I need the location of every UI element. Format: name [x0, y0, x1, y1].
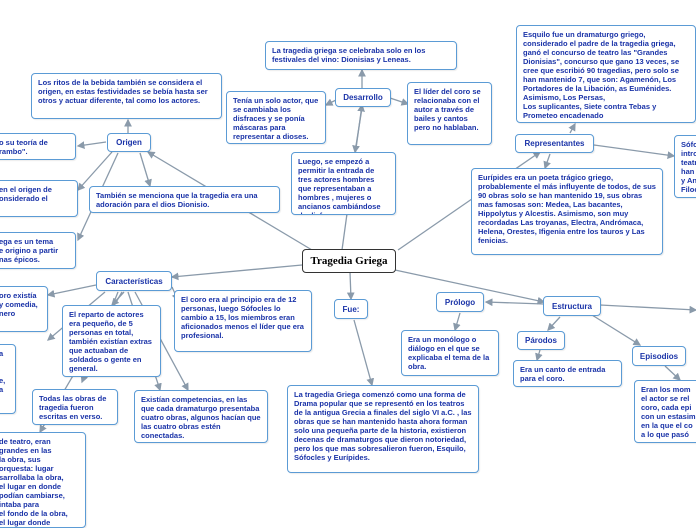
todas-verso-node: Todas las obras de tragedia fueron escri…: [32, 389, 118, 425]
ritos-bebida-node: Los ritos de la bebida también se consid…: [31, 73, 222, 119]
episodios-label[interactable]: Episodios: [632, 346, 686, 366]
un-solo-actor-node: Tenía un solo actor, que se cambiaba los…: [226, 91, 326, 144]
left-small-node: a e, a: [0, 344, 16, 414]
monologo-node: Era un monólogo o diálogo en el que se e…: [401, 330, 499, 376]
estructura-label[interactable]: Estructura: [543, 296, 601, 316]
esquilo-node: Esquilo fue un dramaturgo griego, consid…: [516, 25, 696, 123]
origen-label[interactable]: Origen: [107, 133, 151, 152]
adoracion-dionisio-node: También se menciona que la tragedia era …: [89, 186, 280, 213]
coro-existia-node: oro existía y comedia, nero: [0, 286, 48, 332]
comenzo-node: La tragedia Griega comenzó como una form…: [287, 385, 479, 473]
fue-label[interactable]: Fue:: [334, 299, 368, 319]
teoria-node: o su teoría de rambo".: [0, 133, 76, 160]
festivales-node: La tragedia griega se celebraba solo en …: [265, 41, 457, 70]
caracteristicas-label[interactable]: Características: [96, 271, 172, 291]
root-tragedia-griega[interactable]: Tragedia Griega: [302, 249, 396, 273]
representantes-label[interactable]: Representantes: [515, 134, 594, 153]
teatro-partes-node: de teatro, eran grandes en las la obra, …: [0, 432, 86, 528]
prologo-label[interactable]: Prólogo: [436, 292, 484, 312]
en-el-origen-node: en el origen de onsiderado el: [0, 180, 78, 217]
coro-principio-node: El coro era al principio era de 12 perso…: [174, 290, 312, 352]
sofocles-node: Sófo intro teatr han y An Filoc: [674, 135, 696, 198]
tema-epicos-node: ega es un tema e origino a partir nas ép…: [0, 232, 76, 269]
competencias-node: Existían competencias, en las que cada d…: [134, 390, 268, 443]
reparto-actores-node: El reparto de actores era pequeño, de 5 …: [62, 305, 161, 377]
tres-actores-node: Luego, se empezó a permitir la entrada d…: [291, 152, 396, 215]
parodos-label[interactable]: Párodos: [517, 331, 565, 350]
momentos-node: Eran los mom el actor se rel coro, cada …: [634, 380, 696, 443]
desarrollo-label[interactable]: Desarrollo: [335, 88, 391, 107]
euripides-node: Eurípides era un poeta trágico griego, p…: [471, 168, 663, 255]
lider-del-coro-node: El líder del coro se relacionaba con el …: [407, 82, 492, 145]
canto-entrada-node: Era un canto de entrada para el coro.: [513, 360, 622, 387]
